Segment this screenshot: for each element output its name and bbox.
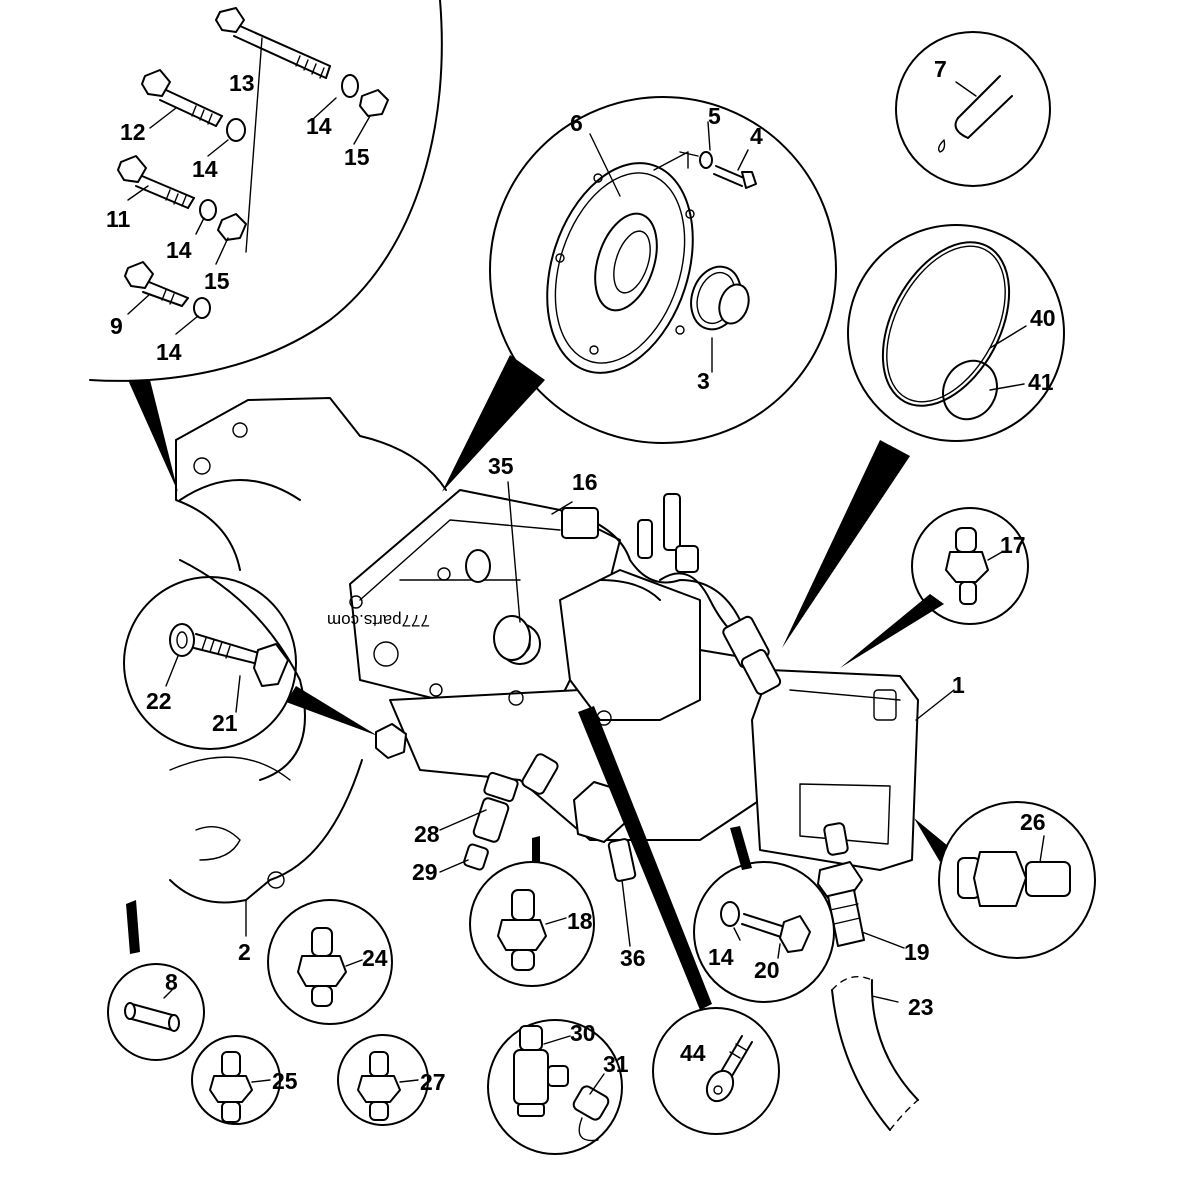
washer-5 (700, 152, 712, 168)
callout-9: 9 (110, 313, 123, 339)
bolt-12 (142, 70, 222, 126)
fitting-24-bubble (268, 900, 392, 1024)
callout-14: 14 (306, 113, 332, 139)
callout-7: 7 (934, 56, 947, 82)
callout-2: 2 (238, 939, 251, 965)
callout-18: 18 (567, 908, 593, 934)
oring-bubble (782, 221, 1064, 648)
bolt-21-bubble (124, 577, 378, 749)
pin-8-bubble (108, 964, 204, 1060)
callout-14: 14 (192, 156, 218, 182)
watermark: 777parts.com (327, 611, 430, 630)
callout-21: 21 (212, 710, 238, 736)
callout-27: 27 (420, 1069, 446, 1095)
callout-16: 16 (572, 469, 598, 495)
callout-36: 36 (620, 945, 646, 971)
nut-15b (218, 214, 246, 240)
callout-labels: 13 12 14 15 14 11 14 15 9 14 6 5 4 3 7 4… (106, 56, 1056, 1095)
bolt-11 (118, 156, 194, 208)
callout-25: 25 (272, 1068, 298, 1094)
bolt-20-bubble (694, 862, 834, 1002)
callout-44: 44 (680, 1040, 706, 1066)
washer-14b (227, 119, 245, 141)
callout-28: 28 (414, 821, 440, 847)
callout-15: 15 (204, 268, 230, 294)
callout-22: 22 (146, 688, 172, 714)
injection-pump-assembly (126, 398, 954, 1130)
tee-fitting-30-bubble (488, 1020, 622, 1154)
callout-23: 23 (908, 994, 934, 1020)
washer-14d (194, 298, 210, 318)
callout-4: 4 (750, 123, 763, 149)
flange-6 (522, 144, 718, 391)
fitting-17-bubble (840, 508, 1028, 668)
callout-1: 1 (952, 672, 965, 698)
callout-5: 5 (708, 103, 721, 129)
fitting-26-bubble (914, 802, 1095, 958)
callout-30: 30 (570, 1020, 596, 1046)
callout-6: 6 (570, 110, 583, 136)
washer-14a (342, 75, 358, 97)
flange-detail-bubble (442, 97, 836, 492)
callout-3: 3 (697, 368, 710, 394)
callout-31: 31 (603, 1051, 629, 1077)
callout-40: 40 (1030, 305, 1056, 331)
callout-19: 19 (904, 939, 930, 965)
bolt-kit-detail-bubble (90, 0, 442, 492)
callout-35: 35 (488, 453, 514, 479)
fitting-25-bubble (192, 1036, 280, 1124)
callout-13: 13 (229, 70, 255, 96)
callout-14: 14 (156, 339, 182, 365)
callout-24: 24 (362, 945, 388, 971)
callout-41: 41 (1028, 369, 1054, 395)
bolt-9 (125, 262, 188, 306)
callout-12: 12 (120, 119, 146, 145)
callout-8: 8 (165, 969, 178, 995)
callout-17: 17 (1000, 532, 1026, 558)
fitting-18-bubble (470, 862, 594, 986)
sealant-bubble (896, 32, 1050, 186)
callout-29: 29 (412, 859, 438, 885)
callout-14: 14 (166, 237, 192, 263)
nut-15a (360, 90, 388, 116)
fitting-27-bubble (338, 1035, 428, 1125)
screw-44-bubble (653, 1008, 779, 1134)
callout-15: 15 (344, 144, 370, 170)
callout-20: 20 (754, 957, 780, 983)
callout-14: 14 (708, 944, 734, 970)
washer-14c (200, 200, 216, 220)
callout-11: 11 (106, 206, 131, 232)
bolt-13 (216, 8, 330, 78)
screw-4 (714, 166, 756, 188)
hub-3 (683, 260, 753, 336)
callout-26: 26 (1020, 809, 1046, 835)
